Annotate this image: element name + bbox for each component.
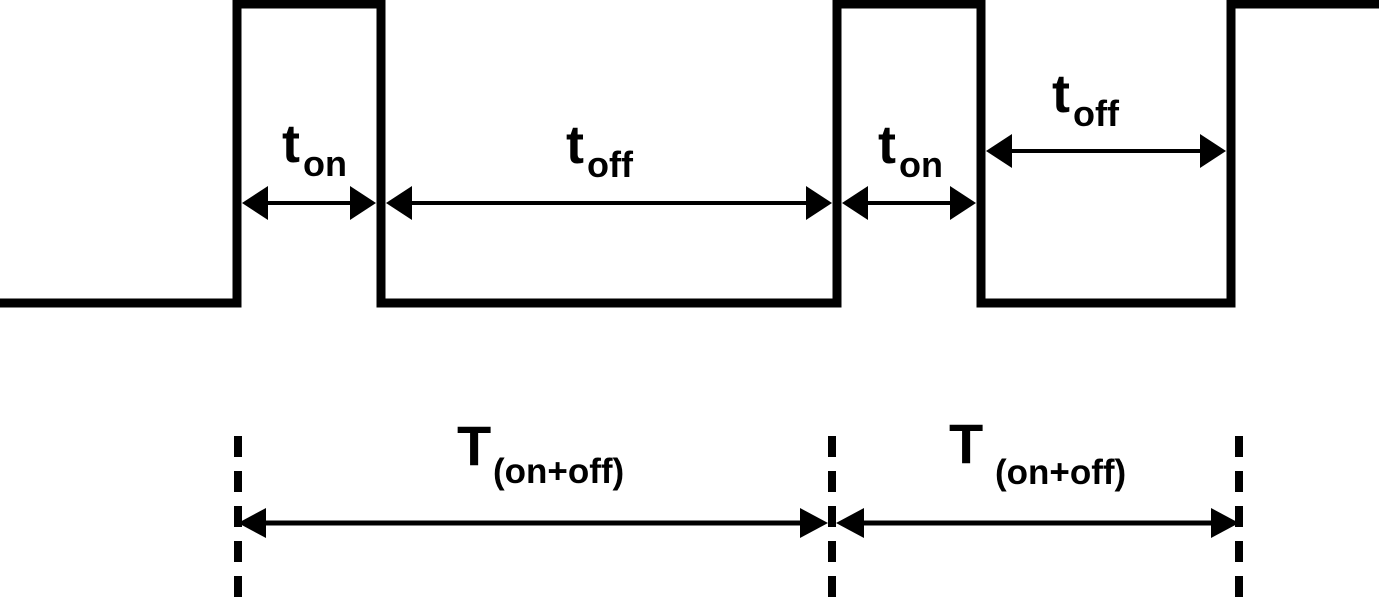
ton2-right-arrowhead-icon bbox=[950, 186, 976, 220]
period2-label: T (on+off) bbox=[949, 412, 1126, 492]
period2-label-subscript: (on+off) bbox=[995, 453, 1126, 492]
toff2-label: t off bbox=[1052, 64, 1120, 134]
toff1-label: t off bbox=[566, 115, 634, 185]
toff1-label-main: t bbox=[566, 115, 584, 175]
ton1-label: t on bbox=[282, 114, 347, 184]
period1-label: T (on+off) bbox=[457, 414, 624, 491]
ton2-label-main: t bbox=[878, 115, 896, 175]
ton2-label-subscript: on bbox=[899, 144, 943, 185]
toff1-label-subscript: off bbox=[587, 144, 634, 185]
period2-label-main: T bbox=[949, 412, 983, 475]
period1-right-arrowhead-icon bbox=[800, 508, 828, 538]
period1-label-subscript: (on+off) bbox=[493, 452, 624, 491]
period1-left-arrowhead-icon bbox=[238, 508, 266, 538]
ton1-label-subscript: on bbox=[303, 143, 347, 184]
toff1-dimension-arrow bbox=[386, 186, 832, 220]
ton1-right-arrowhead-icon bbox=[350, 186, 376, 220]
period2-right-arrowhead-icon bbox=[1211, 508, 1239, 538]
period1-label-main: T bbox=[457, 414, 491, 477]
period2-left-arrowhead-icon bbox=[836, 508, 864, 538]
ton2-label: t on bbox=[878, 115, 943, 185]
ton2-left-arrowhead-icon bbox=[842, 186, 868, 220]
ton2-dimension-arrow bbox=[842, 186, 976, 220]
period1-dimension-arrow bbox=[238, 508, 828, 538]
ton1-label-main: t bbox=[282, 114, 300, 174]
ton1-left-arrowhead-icon bbox=[242, 186, 268, 220]
toff2-label-subscript: off bbox=[1073, 93, 1120, 134]
square-wave-trace bbox=[0, 0, 1379, 308]
toff2-left-arrowhead-icon bbox=[986, 134, 1012, 168]
toff1-left-arrowhead-icon bbox=[386, 186, 412, 220]
period2-dimension-arrow bbox=[836, 508, 1239, 538]
ton1-dimension-arrow bbox=[242, 186, 376, 220]
toff2-right-arrowhead-icon bbox=[1200, 134, 1226, 168]
toff1-right-arrowhead-icon bbox=[806, 186, 832, 220]
toff2-label-main: t bbox=[1052, 64, 1070, 124]
toff2-dimension-arrow bbox=[986, 134, 1226, 168]
